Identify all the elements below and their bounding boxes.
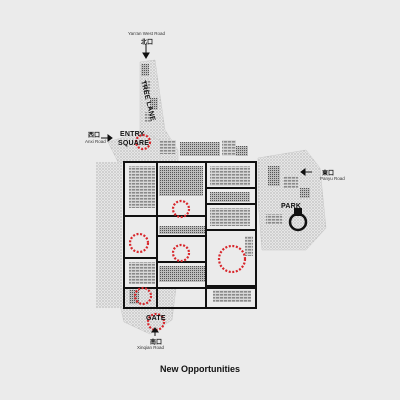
park-buildings bbox=[266, 166, 310, 224]
entry-square-label-line1: ENTRY bbox=[120, 131, 145, 138]
east-entrance-label: 東口 bbox=[322, 171, 335, 177]
south-entrance-label: 南口 bbox=[150, 340, 163, 346]
east-road-label: Panyu Road bbox=[320, 176, 345, 181]
entrance-arrows bbox=[101, 44, 312, 336]
gate-label: GATE bbox=[146, 315, 166, 322]
west-road-label: Anxi Road bbox=[85, 139, 106, 144]
diagram-title: New Opportunities bbox=[159, 364, 240, 374]
circle-block-b bbox=[128, 232, 150, 254]
north-buildings bbox=[160, 140, 248, 156]
grid-buildings bbox=[129, 166, 253, 304]
entry-square-label-line2: SQUARE bbox=[118, 140, 150, 147]
circle-block-c bbox=[171, 243, 191, 263]
north-entrance-label: 北口 bbox=[141, 40, 154, 46]
tree-lane-buildings bbox=[141, 64, 158, 122]
park-label: PARK bbox=[281, 203, 302, 210]
south-road-label: Xinqian Road bbox=[137, 345, 165, 350]
circle-block-d bbox=[217, 244, 247, 274]
north-road-label: Yan'an West Road bbox=[128, 31, 165, 36]
circle-block-a bbox=[171, 199, 191, 219]
circle-block-e bbox=[133, 286, 153, 306]
opportunity-circles bbox=[128, 133, 247, 332]
park-ring bbox=[288, 208, 308, 232]
west-entrance-label: 西口 bbox=[88, 133, 101, 139]
circle-entry-square bbox=[134, 133, 152, 151]
